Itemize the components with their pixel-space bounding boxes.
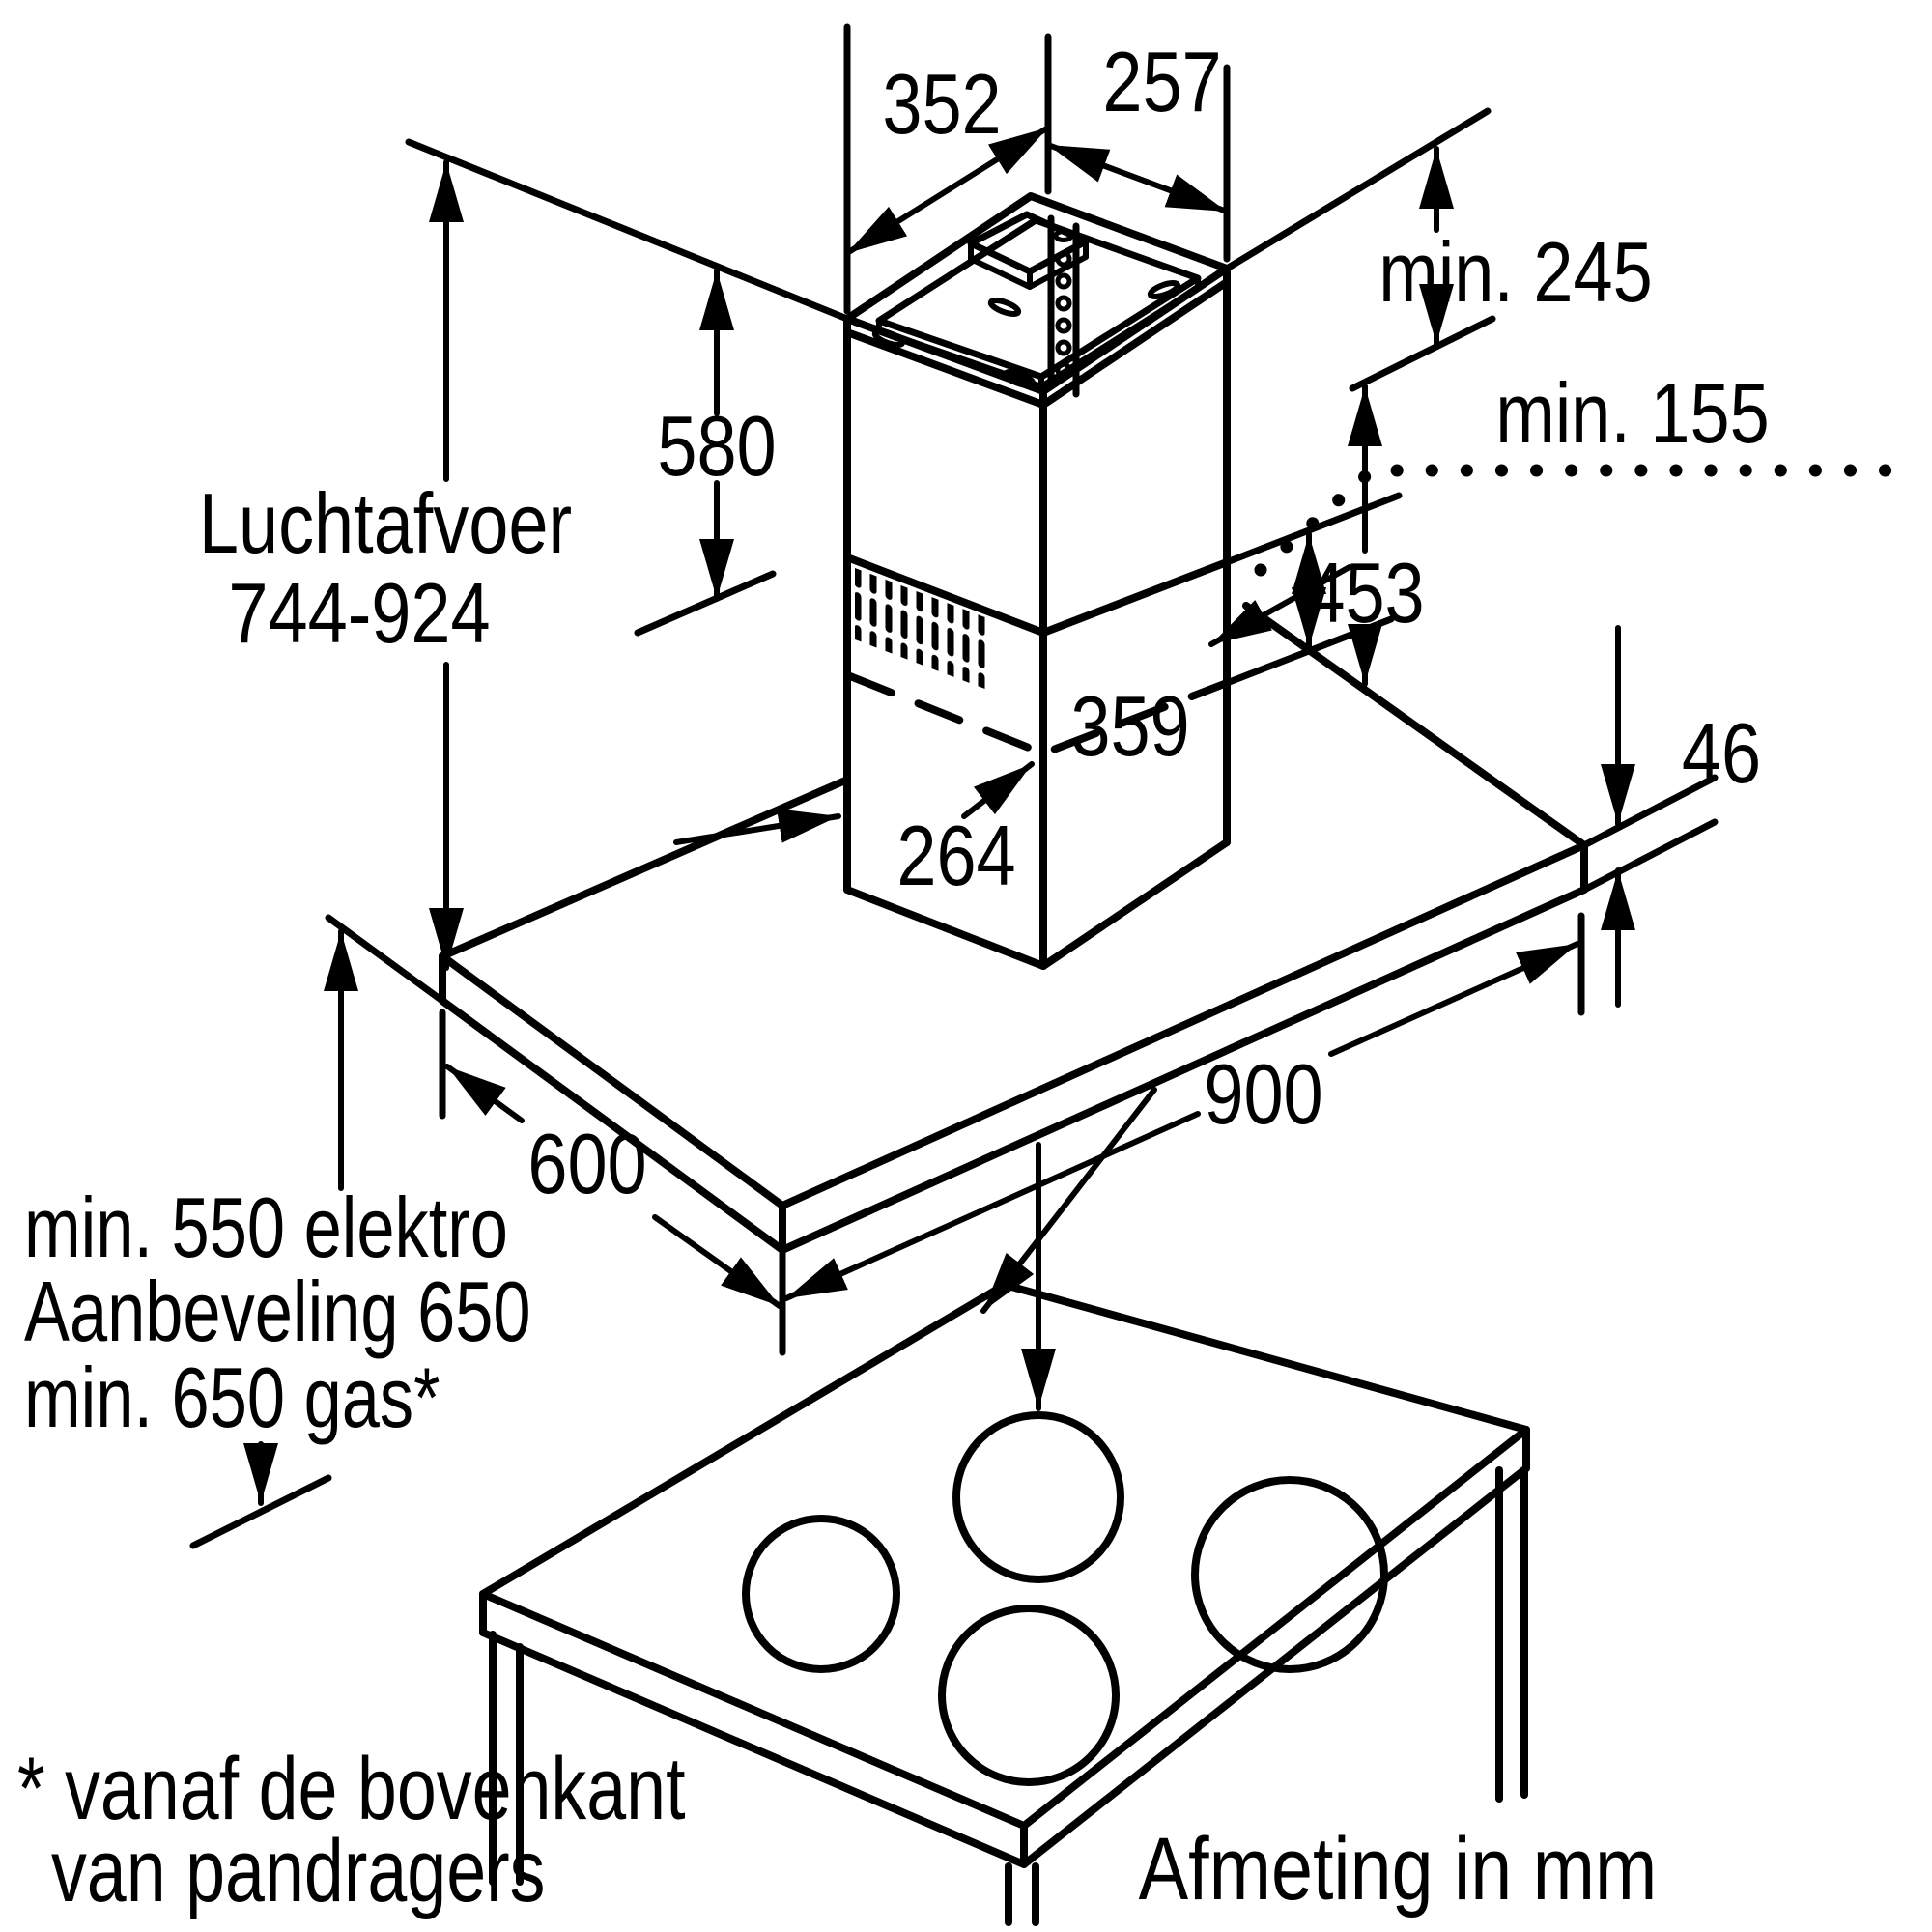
ceiling-extension-left (405, 138, 851, 323)
canopy-back-left-edge (439, 777, 849, 960)
dim-257-label: 257 (1102, 34, 1222, 129)
ceiling-extension-right (1223, 107, 1492, 272)
flue-seam-right (1039, 558, 1231, 637)
dim-264-pointer-left (673, 809, 841, 845)
rail-slot (1053, 229, 1074, 242)
frame-front-left (843, 328, 1047, 409)
dim-580-label: 580 (657, 398, 777, 494)
cooktop (479, 1281, 1530, 1926)
clearance-recommended-label: Aanbeveling 650 (24, 1264, 531, 1359)
rail-hole (1055, 361, 1072, 379)
dim-352-line (844, 125, 1051, 256)
footnote-line2: van pandragers (51, 1822, 546, 1920)
burner-left (742, 1515, 900, 1673)
tick-46-top (1580, 774, 1719, 849)
dim-359-pointer (1208, 564, 1352, 647)
flue-base-left (843, 886, 1047, 970)
dim-453-label: 453 (1305, 545, 1425, 640)
dim-600-left (444, 1064, 525, 1123)
dim-600-label: 600 (527, 1116, 647, 1211)
flue-base-right (1039, 838, 1231, 970)
screw-slots (871, 280, 1181, 388)
units-note: Afmeting in mm (1138, 1820, 1658, 1918)
burner-front (938, 1605, 1120, 1786)
rail-hole (1055, 317, 1072, 334)
rail-hole (1055, 272, 1072, 290)
tick-580-lower (634, 570, 777, 637)
cooktop-align-pointer (980, 1087, 1157, 1314)
vent-grille (855, 568, 990, 691)
dim-264-label: 264 (896, 808, 1016, 903)
cabinet-legs (489, 1466, 1528, 1926)
clearance-electric-label: min. 550 elektro (24, 1179, 508, 1275)
dim-900-right (1328, 941, 1580, 1057)
dim-359-label: 359 (1070, 678, 1190, 774)
telescope-dashed-line (846, 672, 1231, 757)
dim-min155-label: min. 155 (1495, 365, 1770, 461)
tick-min245-lower (1349, 315, 1496, 392)
dim-min245-label: min. 245 (1378, 224, 1653, 320)
flue-seam-left (843, 554, 1047, 637)
tick-cooktop-left (189, 1474, 332, 1549)
dim-352-label: 352 (882, 56, 1002, 152)
chimney-flue (843, 192, 1231, 970)
dim-264-pointer-right (961, 761, 1035, 819)
extension-lines (189, 23, 1719, 1549)
exhaust-range-label: 744-924 (228, 565, 491, 661)
tick-min550-top (325, 914, 446, 1005)
clearance-gas-label: min. 650 gas* (24, 1350, 440, 1445)
dim-257-line (1045, 142, 1230, 214)
footnote-line1: * vanaf de bovenkant (17, 1740, 686, 1838)
burner-right (1191, 1476, 1388, 1673)
dim-900-label: 900 (1204, 1046, 1323, 1142)
dim-46-label: 46 (1681, 705, 1762, 801)
burner-back (952, 1411, 1124, 1583)
dimension-arrows (243, 125, 1635, 1506)
dim-900-left (783, 1111, 1201, 1301)
rail-hole (1055, 295, 1072, 312)
mounting-rail (1047, 214, 1080, 398)
rail-hole (1055, 339, 1072, 356)
canopy-back-right-edge (1242, 602, 1588, 849)
dim-600-right (652, 1214, 782, 1309)
exhaust-title-label: Luchtafvoer (198, 475, 573, 571)
rail-hole (1055, 250, 1072, 268)
